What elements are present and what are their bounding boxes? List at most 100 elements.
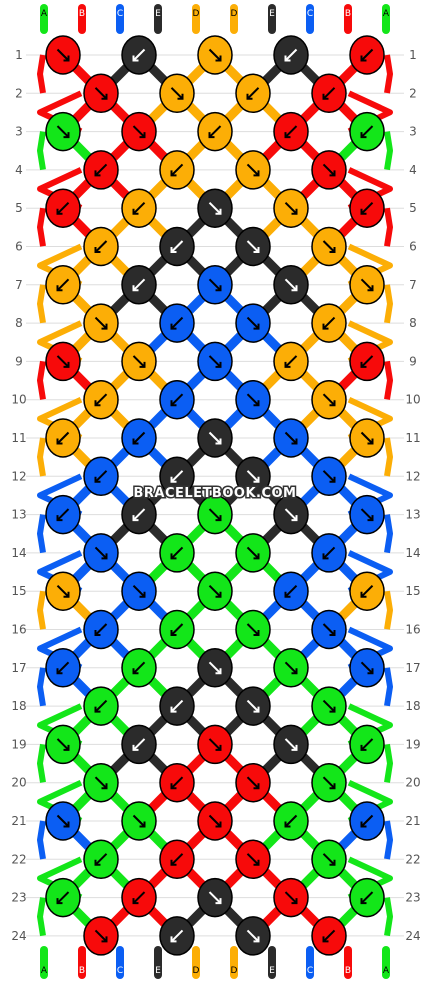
knot [45, 418, 81, 458]
row-number-left: 19 [11, 737, 26, 751]
edge-loop-left [37, 54, 46, 94]
knot-arrow-head [329, 476, 336, 483]
knot-arrow-head [170, 323, 177, 330]
knot-arrow-head [139, 591, 146, 598]
knot-arrow-shaft [56, 201, 70, 215]
knot-arrow-shaft [132, 48, 146, 62]
knot [311, 150, 347, 190]
knot [349, 571, 385, 611]
knot-arrow-head [284, 361, 291, 368]
row-number-right: 4 [409, 163, 417, 177]
watermark: BRACELETBOOK.COM [134, 486, 297, 501]
knot-arrow-head [329, 783, 336, 790]
knot-arrow-head [132, 744, 139, 751]
knot [121, 494, 157, 535]
strand-label-bottom: D [231, 966, 238, 976]
row-number-left: 3 [15, 125, 23, 139]
knot [311, 379, 347, 420]
knot [121, 648, 157, 688]
knot-arrow-head [329, 706, 336, 713]
knot [83, 839, 119, 880]
knot-arrow-shaft [94, 776, 108, 789]
row-number-left: 11 [11, 431, 26, 445]
knot [273, 801, 309, 841]
knot-arrow-shaft [94, 546, 108, 560]
knot-arrow-head [291, 438, 298, 445]
knot-arrow-shaft [170, 699, 184, 713]
knot-arrow-shaft [360, 584, 374, 598]
knot [83, 686, 119, 726]
knot-arrow-shaft [208, 48, 222, 62]
knot-arrow-shaft [284, 738, 298, 751]
knot-arrow-shaft [322, 240, 336, 253]
knot [235, 226, 271, 267]
strand-label-top: B [345, 9, 351, 19]
edge-loop-right [384, 207, 393, 247]
knot [197, 35, 233, 75]
knot [311, 762, 347, 803]
row-number-left: 13 [11, 508, 26, 522]
knot-arrow-head [215, 55, 222, 62]
knot [235, 303, 271, 343]
knot-arrow-shaft [208, 125, 222, 138]
knot-arrow-head [94, 859, 101, 866]
knot-arrow-head [215, 438, 222, 445]
knot-arrow-head [329, 630, 336, 636]
knot-arrow-shaft [322, 316, 336, 330]
knot-arrow-head [329, 859, 336, 866]
knot [197, 188, 233, 228]
strand-label-bottom: B [79, 966, 85, 976]
knot [197, 801, 233, 841]
row-number-right: 20 [405, 776, 420, 790]
edge-loop-left [37, 360, 46, 400]
knot-arrow-head [170, 553, 177, 560]
knot-arrow-shaft [360, 278, 374, 292]
knot-arrow-head [170, 630, 177, 636]
knot-arrow-shaft [132, 891, 146, 904]
row-number-right: 22 [405, 852, 420, 866]
knot [121, 418, 157, 458]
knot-arrow-head [329, 170, 336, 177]
knot-arrow-shaft [94, 929, 108, 943]
knot-arrow-shaft [170, 240, 184, 253]
knot-arrow-shaft [56, 48, 70, 62]
knot-arrow-head [367, 515, 374, 522]
row-number-left: 15 [11, 584, 26, 598]
knot-arrow-head [101, 323, 108, 330]
knot [349, 494, 385, 535]
row-number-right: 19 [405, 737, 420, 751]
knot-arrow-head [132, 55, 139, 62]
knot-arrow-head [208, 132, 215, 139]
knot-arrow-shaft [208, 891, 222, 904]
knot [235, 379, 271, 420]
row-number-right: 3 [409, 125, 417, 139]
knot-arrow-shaft [56, 355, 70, 368]
strand-label-bottom: E [155, 966, 161, 976]
row-number-left: 18 [11, 699, 26, 713]
knot-arrow-head [253, 783, 260, 790]
row-number-left: 14 [11, 546, 26, 560]
knot [235, 533, 271, 573]
knot-arrow-shaft [56, 891, 70, 904]
edge-loop-left [37, 437, 46, 477]
knot [235, 839, 271, 880]
knot-arrow-shaft [94, 316, 108, 330]
edge-loop-right [384, 820, 393, 860]
row-number-right: 2 [409, 86, 417, 100]
knot [273, 111, 309, 152]
knot-arrow-head [291, 515, 298, 522]
knot-arrow-head [360, 821, 367, 828]
knot-arrow-shaft [94, 163, 108, 177]
knot [121, 877, 157, 918]
knot-arrow-shaft [246, 316, 260, 330]
knot-arrow-head [253, 630, 260, 636]
knot [197, 494, 233, 535]
knot-arrow-head [253, 476, 260, 483]
knot [159, 916, 195, 956]
knot [235, 73, 271, 114]
knot [159, 379, 195, 420]
knot [121, 571, 157, 611]
knot-arrow-head [291, 285, 298, 292]
knot-arrow-shaft [132, 661, 146, 675]
